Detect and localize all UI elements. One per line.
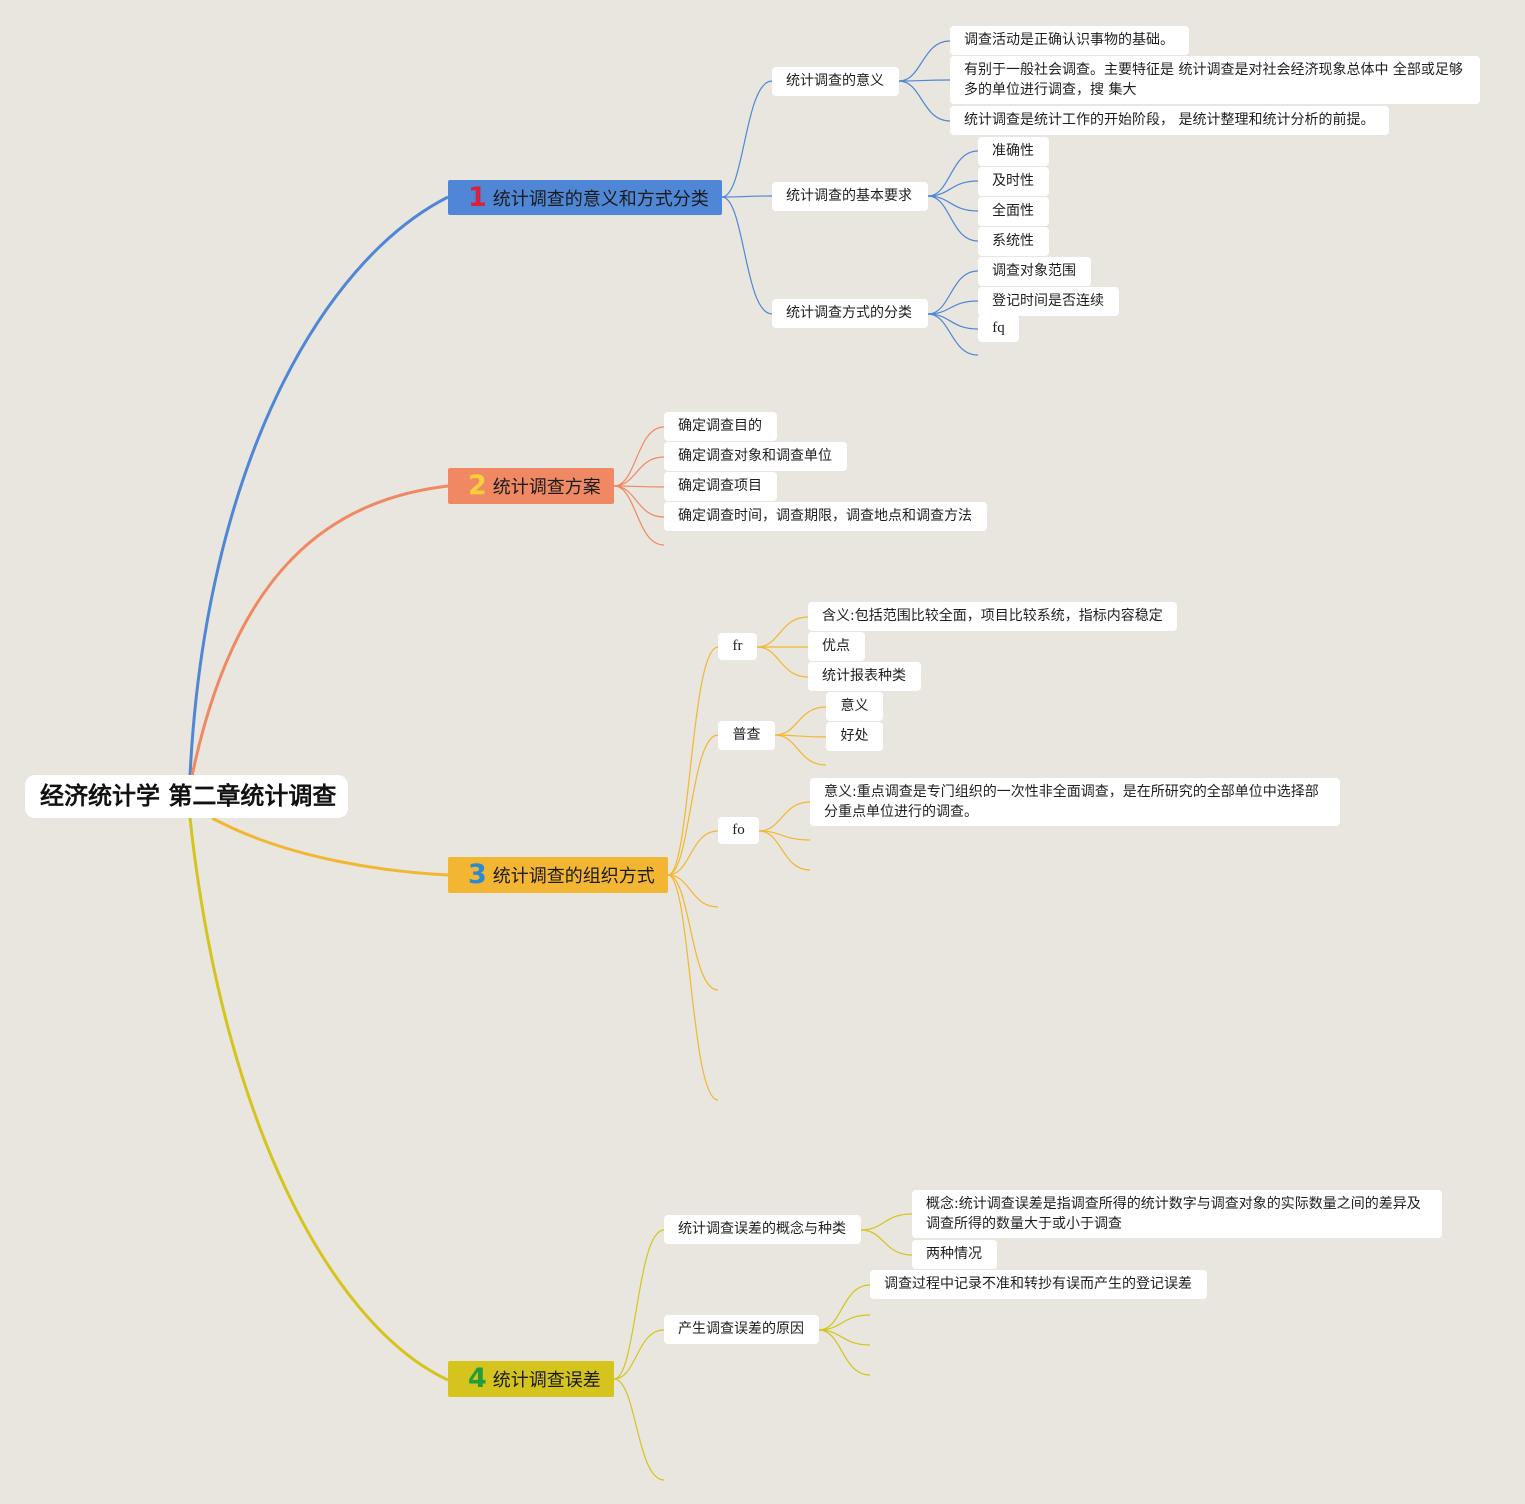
subtopic-fo[interactable]: fo: [718, 817, 759, 844]
root-connector-1: [188, 195, 449, 777]
connector-line: [927, 270, 979, 315]
main-topic-title: 统计调查方案: [492, 477, 601, 498]
root-connector-4: [188, 817, 449, 1382]
leaf-topic[interactable]: 意义: [826, 692, 883, 721]
topic-number-3: 3: [468, 859, 487, 890]
main-topic-title: 统计调查的意义和方式分类: [492, 188, 709, 210]
leaf-topic[interactable]: 调查活动是正确认识事物的基础。: [950, 26, 1189, 55]
leaf-topic[interactable]: 统计报表种类: [808, 662, 921, 691]
topic-number-1: 1: [468, 181, 487, 213]
leaf-topic[interactable]: 全面性: [978, 197, 1049, 226]
topic-number-4: 4: [468, 1363, 487, 1394]
leaf-topic[interactable]: 两种情况: [912, 1240, 997, 1269]
connector-line: [613, 426, 665, 487]
connector-line: [721, 80, 773, 198]
connector-line: [898, 80, 951, 122]
connector-line: [758, 830, 811, 871]
connector-line: [721, 196, 773, 315]
leaf-topic[interactable]: 含义:包括范围比较全面，项目比较系统，指标内容稳定: [808, 602, 1177, 631]
connector-line: [927, 300, 979, 315]
connector-line: [667, 874, 719, 1101]
connector-line: [927, 150, 979, 197]
leaf-topic[interactable]: fq: [978, 315, 1019, 342]
root-connector-3: [211, 816, 449, 877]
connector-line: [667, 830, 719, 876]
main-topic-2[interactable]: 2 统计调查方案: [448, 468, 614, 504]
main-topic-title: 统计调查的组织方式: [492, 866, 655, 887]
leaf-topic[interactable]: 准确性: [978, 137, 1049, 166]
connector-line: [860, 1229, 913, 1256]
connector-line: [818, 1284, 871, 1331]
leaf-topic[interactable]: 概念:统计调查误差是指调查所得的统计数字与调查对象的实际数量之间的差异及调查所得…: [912, 1190, 1442, 1238]
leaf-topic[interactable]: 确定调查时间，调查期限，调查地点和调查方法: [664, 502, 987, 531]
connector-line: [927, 195, 979, 242]
leaf-topic[interactable]: 有别于一般社会调查。主要特征是 统计调查是对社会经济现象总体中 全部或足够多的单…: [950, 56, 1480, 104]
connector-line: [818, 1329, 871, 1376]
root-topic[interactable]: 经济统计学 第二章统计调查: [25, 775, 348, 818]
main-topic-1[interactable]: 1 统计调查的意义和方式分类: [448, 180, 722, 215]
subtopic-census[interactable]: 普查: [718, 721, 775, 750]
connector-line: [774, 706, 827, 736]
connector-line: [667, 874, 719, 908]
connector-line: [613, 456, 665, 487]
connector-line: [667, 874, 719, 991]
leaf-topic[interactable]: 确定调查目的: [664, 412, 777, 441]
leaf-topic[interactable]: 统计调查是统计工作的开始阶段， 是统计整理和统计分析的前提。: [950, 106, 1389, 135]
connector-line: [756, 616, 809, 648]
connector-line: [613, 1329, 665, 1380]
main-topic-3[interactable]: 3 统计调查的组织方式: [448, 857, 668, 893]
subtopic-fr[interactable]: fr: [718, 633, 757, 660]
leaf-topic[interactable]: 意义:重点调查是专门组织的一次性非全面调查，是在所研究的全部单位中选择部分重点单…: [810, 778, 1340, 826]
connector-line: [667, 646, 719, 876]
connector-line: [667, 734, 719, 876]
connector-line: [927, 313, 979, 356]
subtopic-survey-meaning[interactable]: 统计调查的意义: [772, 67, 899, 96]
connector-line: [774, 734, 827, 766]
connector-line: [613, 485, 665, 518]
leaf-topic[interactable]: 好处: [826, 722, 883, 751]
leaf-topic[interactable]: 优点: [808, 632, 865, 661]
leaf-topic[interactable]: 及时性: [978, 167, 1049, 196]
connector-line: [721, 195, 773, 198]
leaf-topic[interactable]: 系统性: [978, 227, 1049, 256]
leaf-topic[interactable]: 调查对象范围: [978, 257, 1091, 286]
connector-line: [758, 801, 811, 832]
connector-line: [613, 1378, 665, 1481]
root-connector-2: [190, 484, 449, 777]
connector-line: [756, 646, 809, 678]
connector-line: [818, 1329, 871, 1346]
connector-line: [898, 79, 951, 82]
leaf-topic[interactable]: 调查过程中记录不准和转抄有误而产生的登记误差: [870, 1270, 1207, 1299]
connector-line: [927, 180, 979, 197]
topic-number-2: 2: [468, 470, 487, 501]
connector-line: [860, 1213, 913, 1231]
main-topic-title: 统计调查误差: [492, 1370, 601, 1391]
subtopic-method-classification[interactable]: 统计调查方式的分类: [772, 299, 928, 328]
leaf-topic[interactable]: 登记时间是否连续: [978, 287, 1119, 316]
connector-line: [613, 485, 665, 546]
subtopic-error-concept[interactable]: 统计调查误差的概念与种类: [664, 1215, 861, 1244]
connector-line: [818, 1314, 871, 1331]
subtopic-error-causes[interactable]: 产生调查误差的原因: [664, 1315, 819, 1344]
subtopic-basic-requirements[interactable]: 统计调查的基本要求: [772, 182, 928, 211]
connector-line: [613, 1229, 665, 1380]
leaf-topic[interactable]: 确定调查对象和调查单位: [664, 442, 847, 471]
connector-line: [898, 40, 951, 82]
main-topic-4[interactable]: 4 统计调查误差: [448, 1361, 614, 1397]
leaf-topic[interactable]: 确定调查项目: [664, 472, 777, 501]
connector-line: [927, 195, 979, 212]
